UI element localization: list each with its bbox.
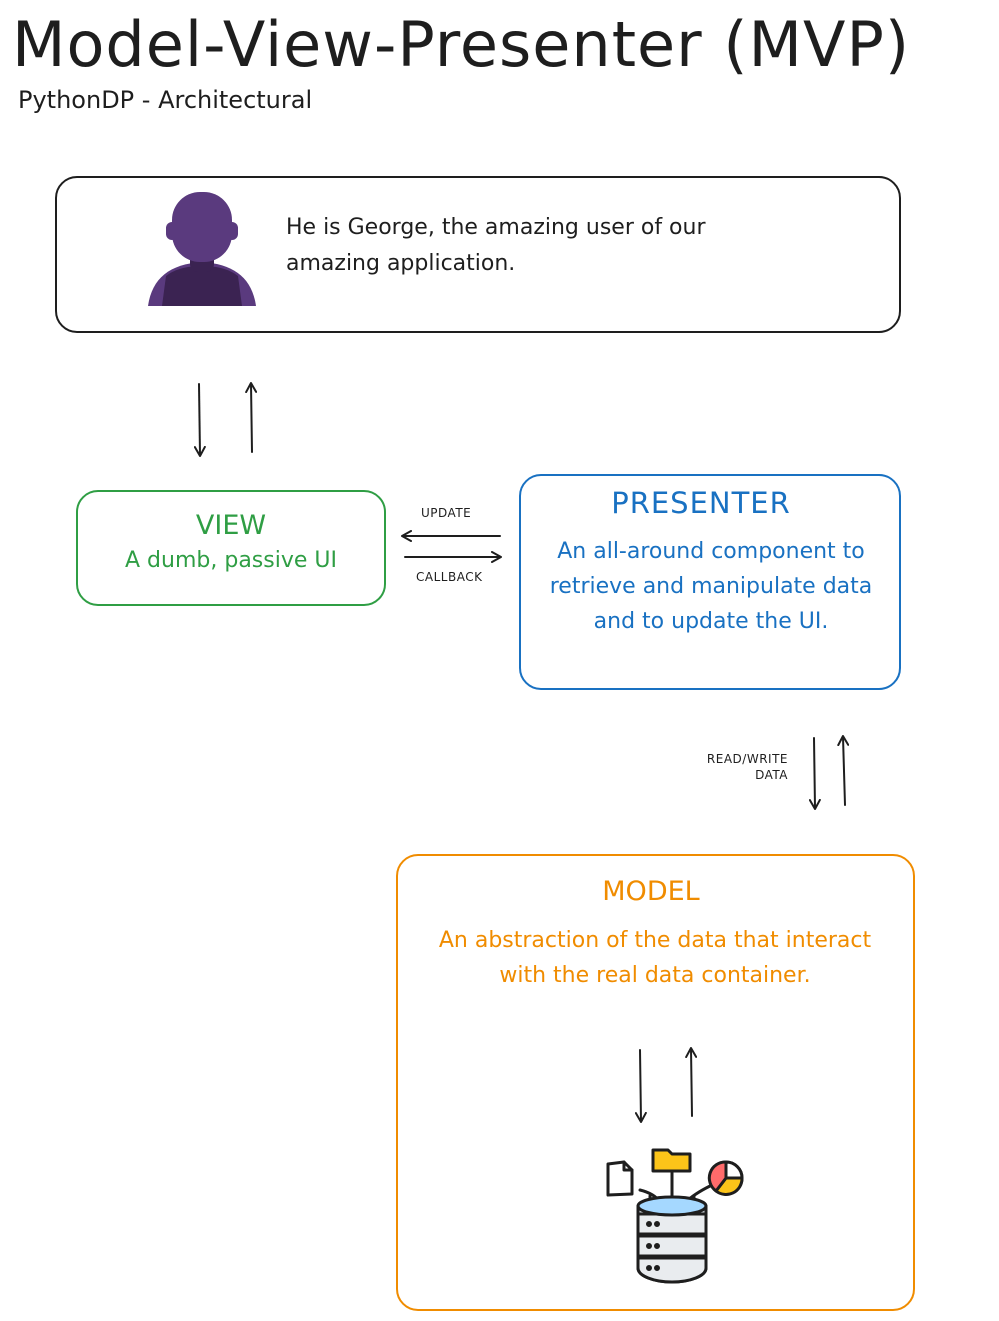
- user-description: He is George, the amazing user of our am…: [286, 215, 706, 276]
- view-to-user-arrow: [245, 382, 258, 453]
- presenter-description: An all-around component to retrieve and …: [549, 539, 873, 634]
- user-node: [55, 176, 901, 333]
- update-edge-label: UPDATE: [421, 506, 472, 520]
- page-subtitle: PythonDP - Architectural: [18, 86, 313, 114]
- user-to-view-arrow: [193, 383, 206, 457]
- model-description: An abstraction of the data that interact…: [438, 928, 872, 988]
- read-write-edge-label: READ/WRITE DATA: [706, 752, 788, 782]
- model-title: MODEL: [602, 876, 700, 907]
- presenter-node: [519, 474, 901, 690]
- model-node: [396, 854, 915, 1311]
- model-to-presenter-arrow: [837, 735, 850, 806]
- view-title: VIEW: [195, 510, 267, 541]
- presenter-title: PRESENTER: [611, 486, 791, 520]
- view-description: A dumb, passive UI: [125, 548, 337, 573]
- page-title: Model-View-Presenter (MVP): [12, 8, 911, 81]
- callback-edge-label: CALLBACK: [416, 570, 483, 584]
- view-node: [76, 490, 386, 606]
- presenter-to-model-arrow: [808, 737, 821, 810]
